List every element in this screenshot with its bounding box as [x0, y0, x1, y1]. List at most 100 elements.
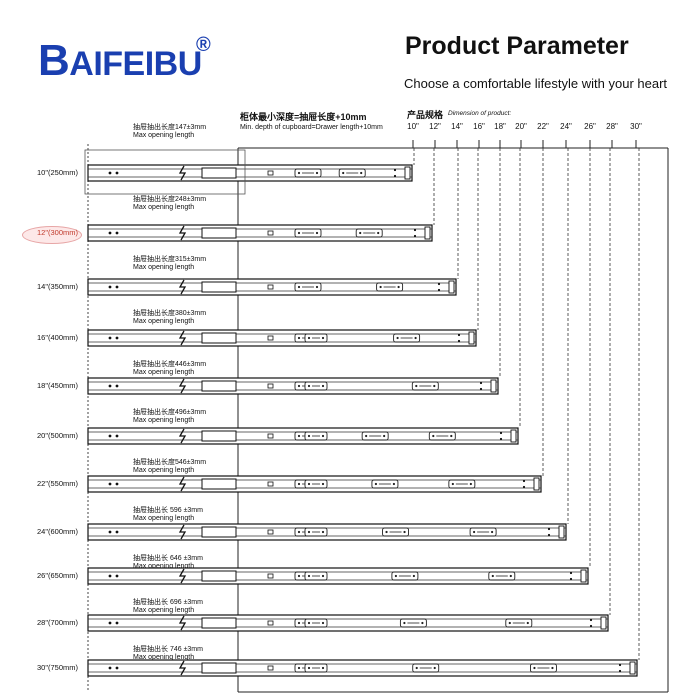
rail-slot-hole	[315, 231, 319, 235]
rail-slot-hole	[397, 285, 400, 289]
rail-slot-hole	[508, 621, 511, 625]
rail-slot-hole	[450, 434, 453, 438]
rail-slot-hole	[321, 530, 325, 534]
rail-hole	[108, 530, 112, 534]
end-stop	[558, 525, 565, 539]
rail-hole	[115, 621, 119, 625]
end-stop	[448, 280, 455, 294]
opening-length-en: Max opening length	[133, 563, 195, 570]
size-label: 14"	[451, 122, 463, 131]
end-stop	[600, 616, 607, 630]
opening-length-en: Max opening length	[133, 607, 195, 614]
lever-mark	[178, 568, 187, 584]
rail-hole	[115, 231, 119, 235]
row-size-label: 22"(550mm)	[36, 479, 78, 488]
rail-hole	[115, 336, 119, 340]
rail-hole	[115, 482, 119, 486]
lever-mark	[178, 165, 187, 181]
row-size-label: 24"(600mm)	[36, 527, 78, 536]
page-title: Product Parameter	[405, 32, 629, 60]
lever-box	[201, 526, 237, 538]
row-size-label: 30"(750mm)	[36, 663, 78, 672]
row-size-label: 26"(650mm)	[36, 571, 78, 580]
end-hole	[437, 288, 441, 292]
rail-slot-hole	[297, 574, 301, 578]
rail-slot-hole	[297, 231, 301, 235]
end-hole	[437, 282, 441, 286]
rail-hole	[108, 336, 112, 340]
opening-length-en: Max opening length	[133, 132, 195, 139]
rail-hole	[108, 285, 112, 289]
end-hole	[589, 624, 593, 628]
rail-slot-hole	[297, 530, 301, 534]
row-size-label: 28"(700mm)	[36, 618, 78, 627]
rail-slot-hole	[365, 434, 368, 438]
rail-slot-hole	[421, 621, 424, 625]
end-hole	[499, 437, 503, 441]
rail-slot-hole	[394, 574, 397, 578]
end-stop	[468, 331, 475, 345]
end-hole	[413, 234, 417, 238]
rail-slot-hole	[297, 434, 301, 438]
size-label: 12"	[429, 122, 441, 131]
end-stop	[510, 429, 517, 443]
size-label: 26"	[584, 122, 596, 131]
rail-hole	[108, 574, 112, 578]
rail-hole	[108, 231, 112, 235]
brand-logo: BAIFEIBU ®	[38, 34, 211, 86]
rail-hole	[108, 171, 112, 175]
opening-length-en: Max opening length	[133, 654, 195, 661]
rail-slot-hole	[433, 384, 436, 388]
rail-slot-hole	[533, 666, 536, 670]
lever-box	[201, 380, 237, 392]
rail-slot-hole	[491, 574, 494, 578]
rail-slot-hole	[412, 574, 415, 578]
rail-slot-hole	[414, 336, 417, 340]
rail-slot-hole	[307, 336, 311, 340]
rail-slot-hole	[321, 434, 325, 438]
rail-slot-hole	[509, 574, 512, 578]
rail-slot-hole	[403, 530, 406, 534]
rail-slot-hole	[307, 434, 311, 438]
lever-box	[201, 478, 237, 490]
mount-hole	[267, 573, 274, 579]
logo-initial: B	[38, 36, 70, 85]
end-hole	[569, 577, 573, 581]
row-size-label: 14"(350mm)	[36, 282, 78, 291]
lever-box	[201, 167, 237, 179]
opening-length-cn: 抽屉抽出长 596 ±3mm	[133, 507, 203, 514]
rail-slot-hole	[451, 482, 454, 486]
end-hole	[547, 527, 551, 531]
lever-mark	[178, 615, 187, 631]
end-stop	[404, 166, 411, 180]
rail-slot-hole	[551, 666, 554, 670]
rail-slot-hole	[360, 171, 363, 175]
rail-slot-hole	[491, 530, 494, 534]
opening-length-en: Max opening length	[133, 264, 195, 271]
lever-box	[201, 332, 237, 344]
rail-hole	[115, 574, 119, 578]
end-stop	[629, 661, 636, 675]
lever-box	[201, 281, 237, 293]
opening-length-en: Max opening length	[133, 417, 195, 424]
end-hole	[457, 339, 461, 343]
end-stop	[490, 379, 497, 393]
rail-slot-hole	[307, 384, 311, 388]
rail-hole	[115, 384, 119, 388]
rail-slot-hole	[433, 666, 436, 670]
end-hole	[618, 669, 622, 673]
size-label: 16"	[473, 122, 485, 131]
min-depth-label-cn: 柜体最小深度=抽屉长度+10mm	[240, 112, 367, 122]
lever-mark	[178, 428, 187, 444]
lever-mark	[178, 279, 187, 295]
end-hole	[522, 485, 526, 489]
size-label: 18"	[494, 122, 506, 131]
rail-slot-hole	[359, 231, 362, 235]
rail-slot-hole	[315, 171, 319, 175]
rail-slot-hole	[321, 384, 325, 388]
rail-slot-hole	[297, 666, 301, 670]
rail-slot-hole	[383, 434, 386, 438]
rail-slot-hole	[307, 666, 311, 670]
size-label: 10"	[407, 122, 419, 131]
